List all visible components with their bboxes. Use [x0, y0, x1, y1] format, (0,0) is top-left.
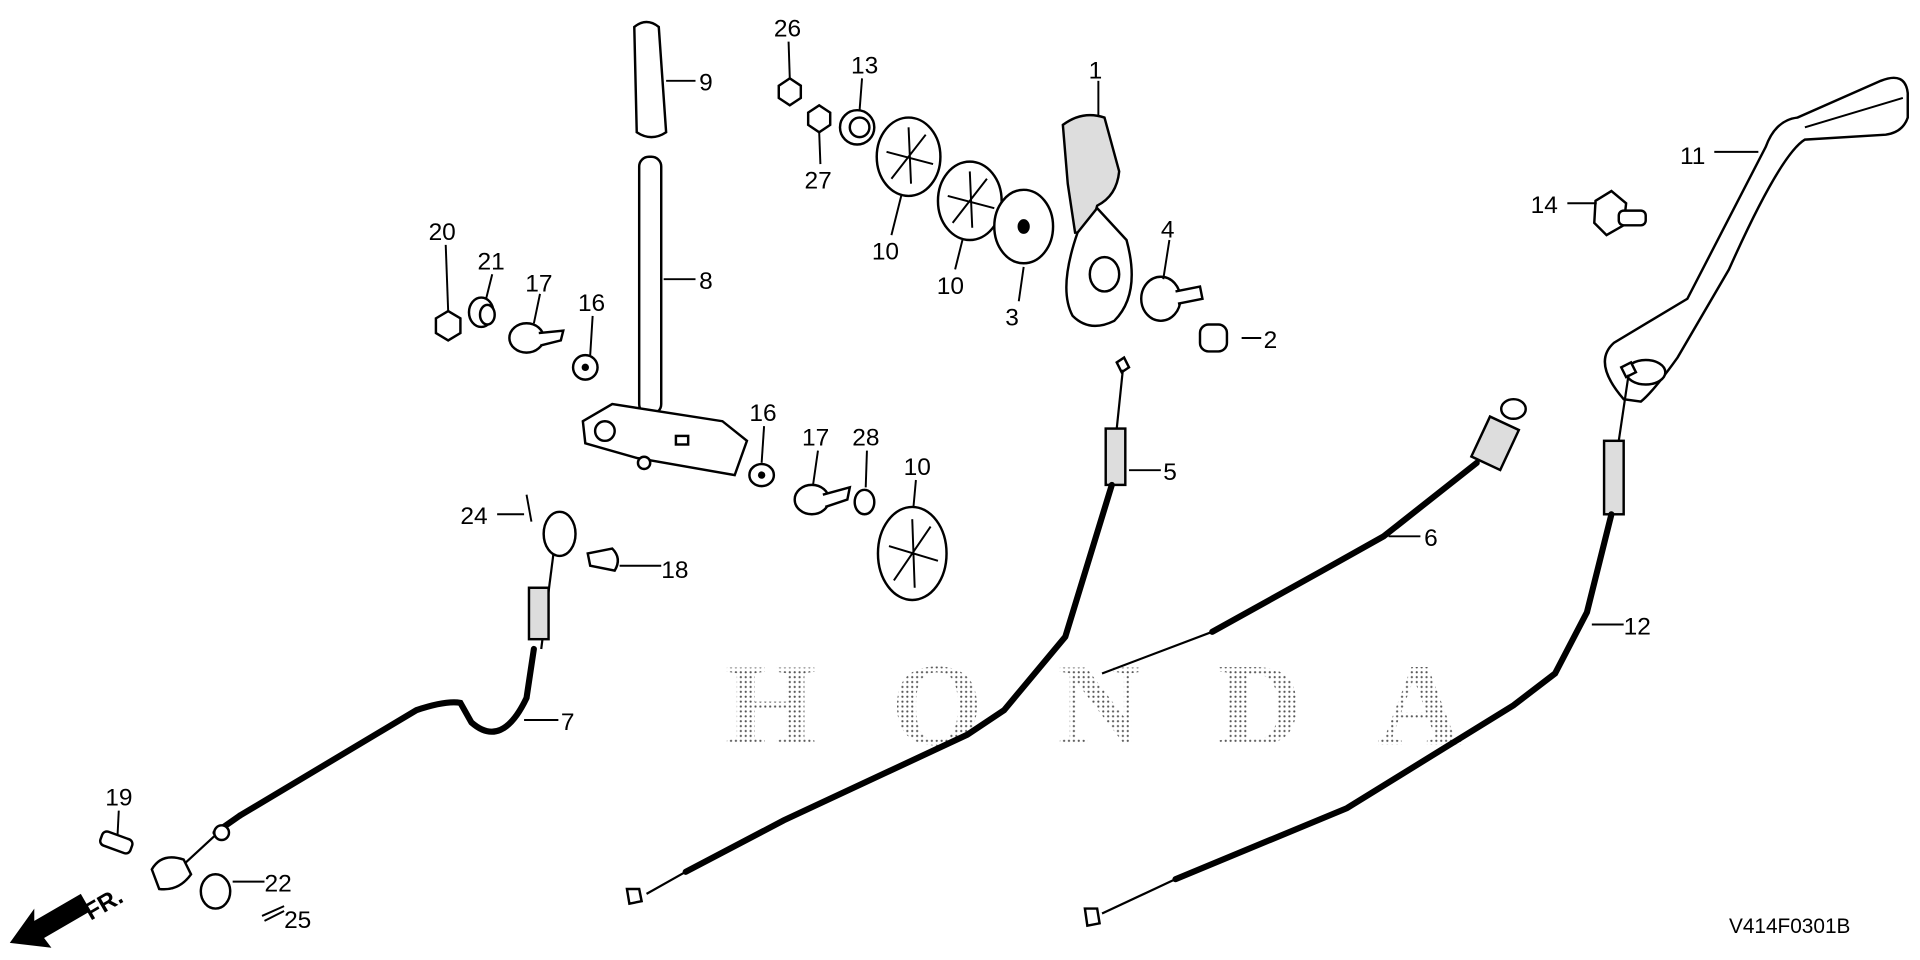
part-14-bolt [1593, 189, 1647, 237]
callout-26: 26 [774, 16, 801, 43]
part-3-hole [1017, 219, 1030, 234]
part-10-discs [875, 116, 1003, 602]
callout-19: 19 [105, 785, 132, 812]
small-parts-top [777, 76, 876, 146]
part-5-cable [625, 355, 1131, 906]
callout-5: 5 [1163, 459, 1177, 486]
callout-24: 24 [460, 503, 487, 530]
part-6-cable [1101, 397, 1527, 675]
front-arrow-icon [9, 893, 91, 948]
callout-17a: 17 [525, 270, 552, 297]
small-parts-left [434, 296, 876, 572]
callout-16a: 16 [578, 290, 605, 317]
diagram-code: V414F0301B [1729, 915, 1850, 938]
front-direction-indicator: FR. [9, 883, 128, 948]
callout-3: 3 [1005, 305, 1019, 332]
direction-label: FR. [80, 883, 128, 926]
callout-8: 8 [699, 268, 713, 295]
callout-7: 7 [561, 709, 575, 736]
callout-11: 11 [1680, 143, 1705, 170]
part-12-cable [1083, 360, 1638, 928]
callout-21: 21 [478, 248, 505, 275]
callout-28: 28 [852, 425, 879, 452]
callout-17b: 17 [802, 425, 829, 452]
callout-22: 22 [264, 870, 291, 897]
callout-16b: 16 [749, 400, 776, 427]
part-8-lever [581, 155, 749, 477]
callout-13: 13 [851, 52, 878, 79]
callout-10a: 10 [872, 239, 899, 266]
callout-10b: 10 [937, 273, 964, 300]
callout-25: 25 [284, 907, 311, 934]
callout-1: 1 [1089, 57, 1103, 84]
callout-9: 9 [699, 70, 713, 97]
part-4-tab [1175, 285, 1204, 305]
part-1-lever [1061, 113, 1133, 328]
callout-12: 12 [1624, 613, 1651, 640]
callouts: 1 2 3 4 5 6 7 8 9 10 10 10 11 12 13 14 1… [105, 16, 1705, 934]
leader-lines [116, 41, 1759, 883]
part-9-knob [633, 20, 668, 139]
callout-10c: 10 [904, 454, 931, 481]
callout-18: 18 [661, 557, 688, 584]
honda-watermark: HONDA [725, 640, 1472, 770]
callout-4: 4 [1161, 217, 1175, 244]
callout-6: 6 [1424, 525, 1438, 552]
part-11-pedal [1603, 76, 1909, 403]
callout-14: 14 [1531, 192, 1558, 219]
part-2-collar [1198, 323, 1229, 353]
callout-2: 2 [1264, 327, 1278, 354]
part-7-cable [99, 494, 577, 922]
callout-20: 20 [429, 219, 456, 246]
callout-27: 27 [804, 168, 831, 195]
part-4-washer [1140, 275, 1182, 323]
